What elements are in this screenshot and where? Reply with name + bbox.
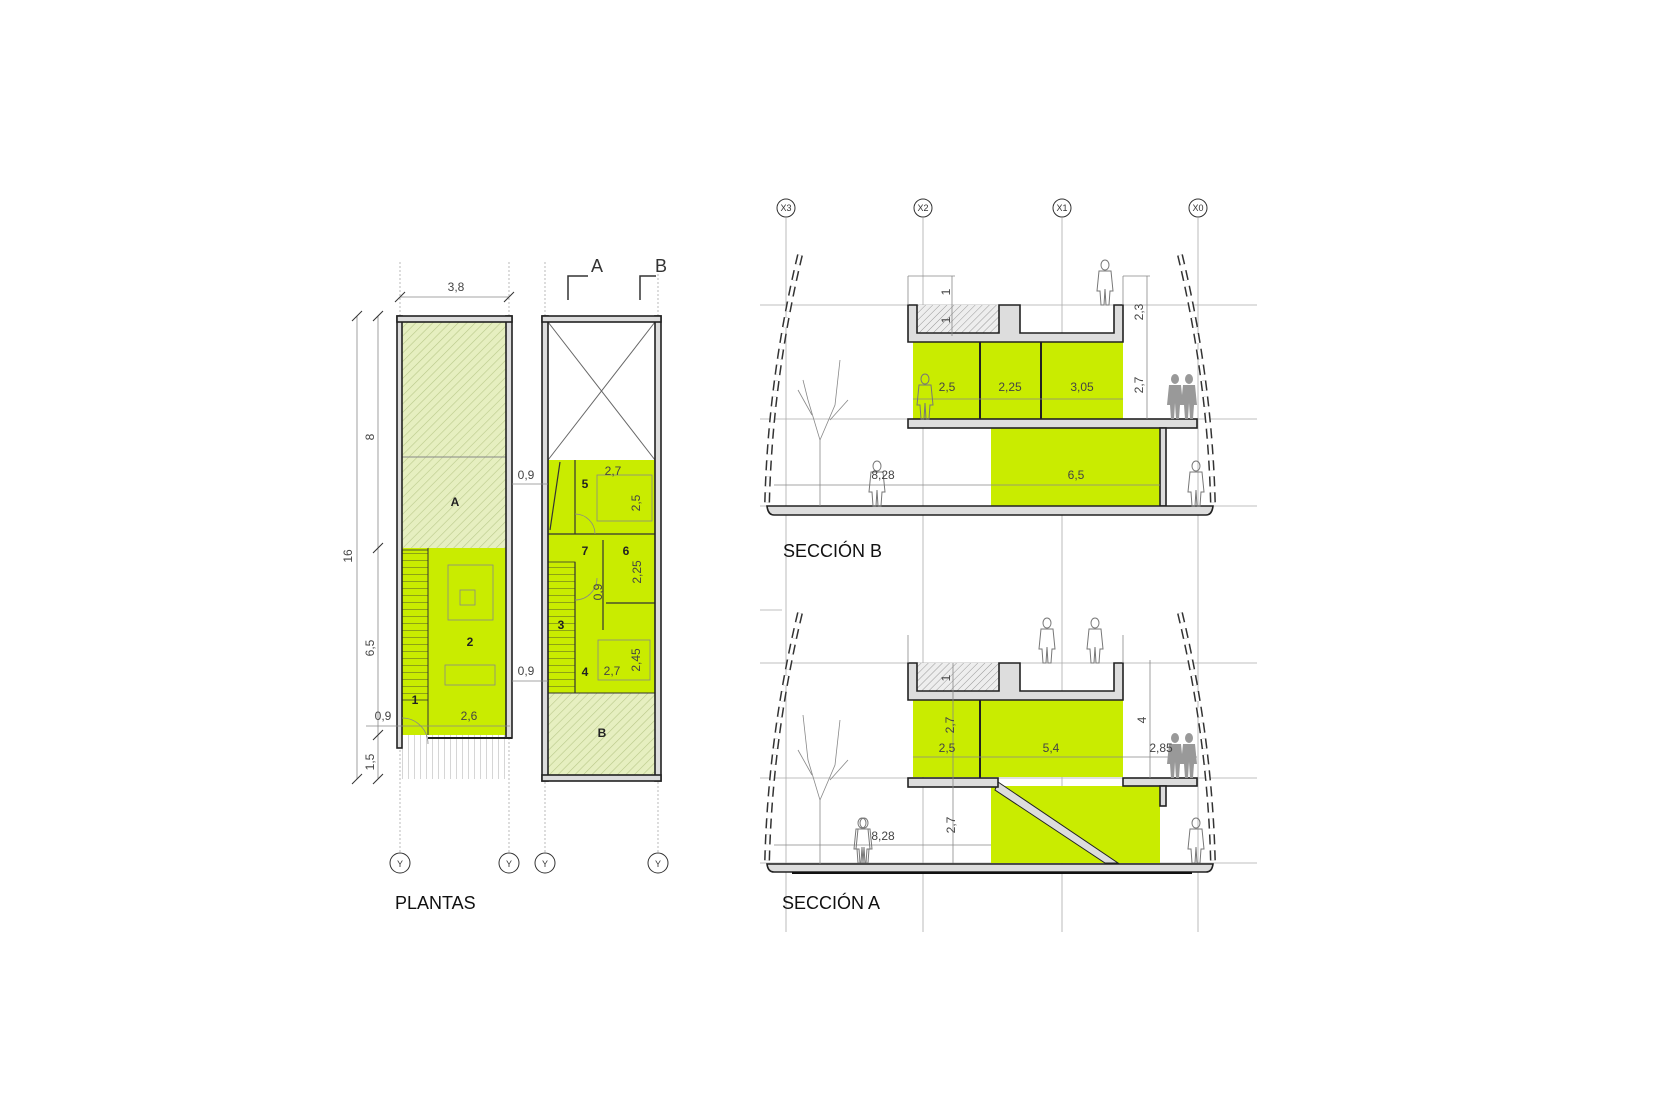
seccion-b-title: SECCIÓN B <box>783 540 882 561</box>
dim-label: 3,05 <box>1070 380 1094 394</box>
room-label: 2 <box>467 635 474 649</box>
dim-label: 2,85 <box>1149 741 1173 755</box>
section-mark-b: B <box>655 256 667 276</box>
axis-label: Y <box>506 859 512 869</box>
room-label: A <box>451 495 460 509</box>
dim-label: 1,5 <box>363 753 377 770</box>
dim-label: 2,5 <box>939 380 956 394</box>
dim-label: 6,5 <box>363 639 377 656</box>
dim-label: 2,6 <box>461 709 478 723</box>
room-label: 4 <box>582 665 589 679</box>
room-label: B <box>598 726 607 740</box>
dim-label: 2,7 <box>1132 376 1146 393</box>
section-axis-markers: X3 X2 X1 X0 <box>776 198 1208 218</box>
room-label: 3 <box>558 618 565 632</box>
dim-label: 1 <box>939 674 953 681</box>
axis-label: Y <box>542 859 548 869</box>
dim-label: 4 <box>1135 716 1149 723</box>
dim-label: 16 <box>341 549 355 563</box>
axis-label: X3 <box>780 203 791 213</box>
dim-label: 8,28 <box>871 468 895 482</box>
dim-label: 0,9 <box>518 664 535 678</box>
dim-label: 0,9 <box>591 583 605 600</box>
dim-label: 2,7 <box>943 716 957 733</box>
dim-label: 1 <box>939 316 953 323</box>
axis-label: X1 <box>1056 203 1067 213</box>
dim-label: 2,25 <box>630 560 644 584</box>
room-label: 1 <box>412 693 419 707</box>
room-label: 7 <box>582 544 589 558</box>
dim-label: 8 <box>363 433 377 440</box>
dim-label: 0,9 <box>518 468 535 482</box>
section-a-drawing: 1 4 2,7 2,5 5,4 2,85 2,7 8,28 SECCIÓN A <box>764 612 1216 913</box>
room-label: 5 <box>582 477 589 491</box>
axis-label: X0 <box>1192 203 1203 213</box>
dim-label: 2,7 <box>605 464 622 478</box>
ground-floor-plan <box>351 291 515 785</box>
plantas-drawing: Y Y Y Y A B 3,8 16 8 6,5 1,5 0,9 0,9 0,9… <box>341 256 669 913</box>
section-mark-a: A <box>591 256 603 276</box>
dim-label: 0,9 <box>375 709 392 723</box>
dim-label: 1 <box>939 288 953 295</box>
dim-label: 2,25 <box>998 380 1022 394</box>
section-b-drawing: 1 1 2,3 2,7 2,5 2,25 3,05 8,28 6,5 SECCI… <box>764 254 1216 561</box>
room-label: 6 <box>623 544 630 558</box>
upper-floor-plan <box>512 275 662 782</box>
dim-label: 3,8 <box>448 280 465 294</box>
dim-label: 2,5 <box>939 741 956 755</box>
plantas-title: PLANTAS <box>395 893 476 913</box>
dim-label: 2,5 <box>629 494 643 511</box>
axis-label: Y <box>397 859 403 869</box>
dim-label: 2,7 <box>604 664 621 678</box>
plan-axis-markers: Y Y Y Y <box>389 852 669 874</box>
axis-label: X2 <box>917 203 928 213</box>
seccion-a-title: SECCIÓN A <box>782 892 880 913</box>
dim-label: 2,7 <box>944 816 958 833</box>
dim-label: 2,3 <box>1132 303 1146 320</box>
dim-label: 2,45 <box>629 648 643 672</box>
dim-label: 8,28 <box>871 829 895 843</box>
axis-label: Y <box>655 859 661 869</box>
dim-label: 6,5 <box>1068 468 1085 482</box>
dim-label: 5,4 <box>1043 741 1060 755</box>
